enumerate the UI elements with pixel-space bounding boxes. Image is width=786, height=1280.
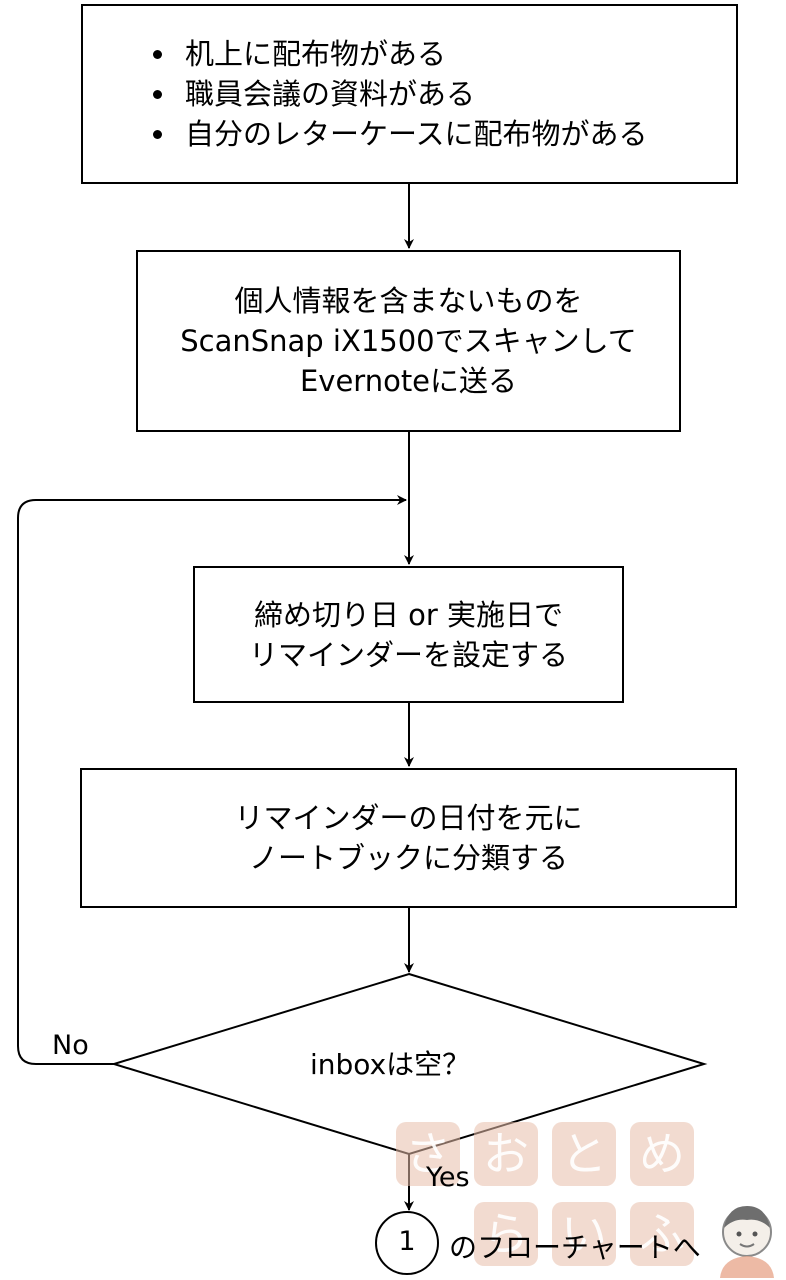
watermark-char: さ bbox=[396, 1122, 460, 1186]
decision-label: inboxは空？ bbox=[310, 1048, 471, 1081]
no-label: No bbox=[52, 1030, 89, 1061]
arrow-no-loop bbox=[17, 495, 407, 1065]
watermark-logo: さ お と め ら い ふ bbox=[396, 1122, 786, 1280]
scan-line: 個人情報を含まないものを bbox=[234, 284, 583, 318]
connector-number: 1 bbox=[398, 1226, 416, 1257]
reminder-box: 締め切り日 or 実施日で リマインダーを設定する bbox=[193, 566, 624, 703]
watermark-char: お bbox=[474, 1122, 538, 1186]
reminder-line: リマインダーを設定する bbox=[248, 637, 568, 672]
classify-line: ノートブックに分類する bbox=[248, 841, 568, 875]
scan-line: Evernoteに送る bbox=[299, 364, 518, 398]
watermark-char: め bbox=[630, 1122, 694, 1186]
scan-box: 個人情報を含まないものを ScanSnap iX1500でスキャンして Ever… bbox=[136, 250, 681, 432]
start-item: 自分のレターケースに配布物がある bbox=[147, 114, 648, 154]
watermark-char: ら bbox=[474, 1202, 538, 1266]
connector-circle bbox=[375, 1211, 439, 1275]
classify-line: リマインダーの日付を元に bbox=[234, 801, 583, 835]
start-item: 職員会議の資料がある bbox=[147, 74, 648, 114]
scan-line: ScanSnap iX1500でスキャンして bbox=[180, 324, 637, 358]
start-box: 机上に配布物がある 職員会議の資料がある 自分のレターケースに配布物がある bbox=[81, 4, 738, 184]
classify-box: リマインダーの日付を元に ノートブックに分類する bbox=[80, 768, 737, 908]
start-item: 机上に配布物がある bbox=[147, 34, 648, 74]
watermark-char: い bbox=[552, 1202, 616, 1266]
connector-text: のフローチャートへ bbox=[449, 1231, 701, 1264]
yes-label: Yes bbox=[426, 1162, 470, 1193]
watermark-char: と bbox=[552, 1122, 616, 1186]
watermark-char: ふ bbox=[630, 1202, 694, 1266]
start-item-list: 机上に配布物がある 職員会議の資料がある 自分のレターケースに配布物がある bbox=[147, 34, 648, 154]
face-icon bbox=[720, 1206, 774, 1278]
reminder-line: 締め切り日 or 実施日で bbox=[253, 597, 564, 632]
